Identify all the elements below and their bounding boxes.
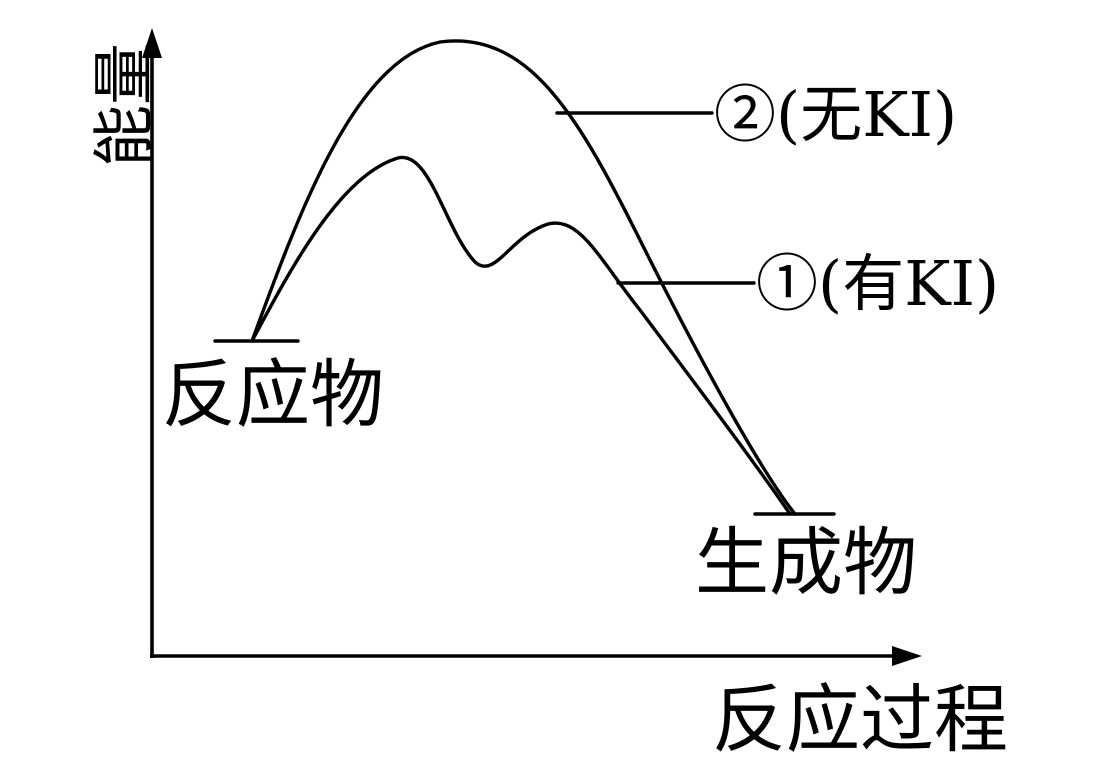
curve-uncatalyzed (250, 39, 797, 516)
y-axis-label: 能量 (88, 43, 161, 167)
curve-catalyzed (250, 155, 792, 516)
products-label: 生成物 (695, 520, 917, 606)
reactants-label: 反应物 (162, 352, 384, 438)
curve-catalyzed-label: ①(有KI) (756, 247, 999, 320)
x-axis-arrow (892, 646, 922, 666)
y-axis-label-group: 能量 (88, 43, 161, 167)
y-axis-arrow (142, 28, 162, 58)
x-axis-label: 反应过程 (712, 677, 1008, 763)
curve-uncatalyzed-label: ②(无KI) (714, 78, 957, 151)
